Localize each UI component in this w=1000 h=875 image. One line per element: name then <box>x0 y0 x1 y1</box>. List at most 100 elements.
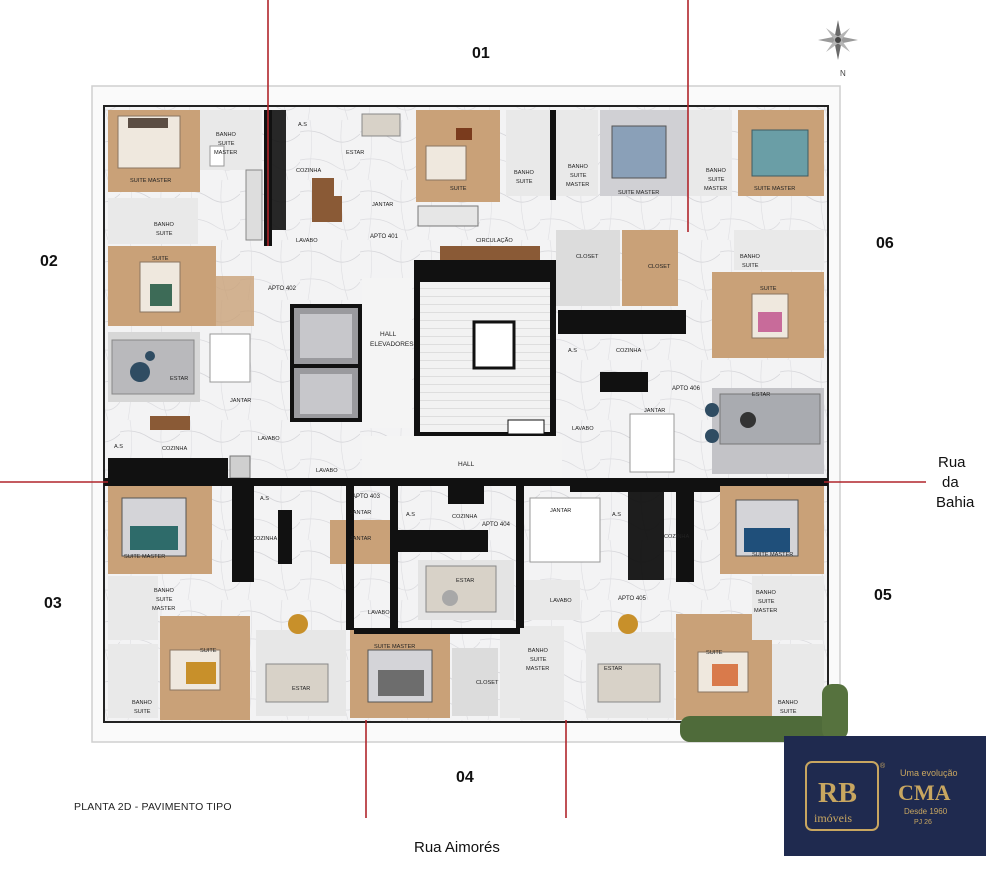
a405-suite: SUITE <box>706 650 723 656</box>
apartment-406 <box>556 110 824 474</box>
a406-apto: APTO 406 <box>672 386 701 392</box>
a401-suite: SUITE <box>450 186 467 192</box>
street-bahia-line3: Bahia <box>936 494 975 511</box>
a404-apto: APTO 404 <box>482 522 511 528</box>
a403-estar: ESTAR <box>292 686 310 692</box>
a403-apto: APTO 403 <box>352 494 381 500</box>
a406-lavabo: LAVABO <box>572 426 594 432</box>
a404-lavabo: LAVABO <box>368 610 390 616</box>
a404-jantar: JANTAR <box>350 536 371 542</box>
apartment-405 <box>520 486 824 720</box>
a404-suite-master: SUITE MASTER <box>374 644 415 650</box>
a403-banho-suite-1: BANHO <box>132 700 153 706</box>
zone-04-label: 04 <box>456 769 474 786</box>
a406-cozinha: COZINHA <box>616 348 641 354</box>
a405-banho-3: MASTER <box>754 608 777 614</box>
hall-elevadores-2: ELEVADORES <box>370 341 414 348</box>
a404-as: A.S <box>406 512 415 518</box>
logo-imoveis: imóveis <box>814 811 852 825</box>
a403-lavabo: LAVABO <box>316 468 338 474</box>
logo-since: Desde 1960 <box>904 807 948 816</box>
plan-caption: PLANTA 2D - PAVIMENTO TIPO <box>74 801 232 813</box>
a402-as: A.S <box>114 444 123 450</box>
hall-elevadores-1: HALL <box>380 331 397 338</box>
a405-as: A.S <box>612 512 621 518</box>
apartment-402 <box>108 198 254 479</box>
apartment-403 <box>108 486 390 720</box>
a405-apto: APTO 405 <box>618 596 647 602</box>
a404-banho-2: SUITE <box>530 657 547 663</box>
a402-banho-suite-2: SUITE <box>156 231 173 237</box>
a402-jantar: JANTAR <box>230 398 251 404</box>
a406-banho-3b: MASTER <box>704 186 727 192</box>
a406-banho-suite-2: SUITE <box>742 263 759 269</box>
a406-as: A.S <box>568 348 577 354</box>
a403-banho-1: BANHO <box>154 588 175 594</box>
a403-suite-master: SUITE MASTER <box>124 554 165 560</box>
a402-cozinha: COZINHA <box>162 446 187 452</box>
a403-cozinha: COZINHA <box>252 536 277 542</box>
a406-suite-master-a: SUITE MASTER <box>618 190 659 196</box>
garden-planting <box>680 684 848 742</box>
a403-jantar: JANTAR <box>350 510 371 516</box>
a401-as: A.S <box>298 122 307 128</box>
a405-jantar: JANTAR <box>550 508 571 514</box>
hall-label: HALL <box>458 461 475 468</box>
a405-suite-master: SUITE MASTER <box>752 552 793 558</box>
a401-banho-suite-2: SUITE <box>516 179 533 185</box>
a403-banho-suite-2: SUITE <box>134 709 151 715</box>
a404-cozinha: COZINHA <box>452 514 477 520</box>
a406-suite: SUITE <box>760 286 777 292</box>
a405-estar: ESTAR <box>604 666 622 672</box>
zone-06-label: 06 <box>876 235 894 252</box>
a403-banho-2: SUITE <box>156 597 173 603</box>
zone-01-label: 01 <box>472 45 490 62</box>
a404-estar: ESTAR <box>456 578 474 584</box>
a406-closet-b: CLOSET <box>648 264 671 270</box>
a403-suite: SUITE <box>200 648 217 654</box>
a403-banho-3: MASTER <box>152 606 175 612</box>
logo-registered: ® <box>880 762 886 770</box>
a401-banho-2: SUITE <box>218 141 235 147</box>
a401-estar: ESTAR <box>346 150 364 156</box>
a401-suite-master: SUITE MASTER <box>130 178 171 184</box>
a406-banho-suite-1: BANHO <box>740 254 761 260</box>
logo-tagline: Uma evolução <box>900 768 958 778</box>
building-core <box>290 260 562 480</box>
compass-icon <box>818 20 858 60</box>
street-bahia-line2: da <box>942 474 959 491</box>
street-bahia-line1: Rua <box>938 454 966 471</box>
a402-suite: SUITE <box>152 256 169 262</box>
a401-cozinha: COZINHA <box>296 168 321 174</box>
apartment-401 <box>108 110 598 260</box>
street-aimores: Rua Aimorés <box>414 839 500 856</box>
logo-cma: CMA <box>898 780 951 805</box>
a406-banho-2: SUITE <box>570 173 587 179</box>
apartment-404 <box>350 482 522 718</box>
a406-banho-2b: SUITE <box>708 177 725 183</box>
logo-rb: RB <box>818 778 857 809</box>
a405-lavabo: LAVABO <box>550 598 572 604</box>
a404-banho-3: MASTER <box>526 666 549 672</box>
a403-as: A.S <box>260 496 269 502</box>
a402-lavabo: LAVABO <box>258 436 280 442</box>
a406-banho-1: BANHO <box>568 164 589 170</box>
a401-banho-1: BANHO <box>216 132 237 138</box>
zone-05-label: 05 <box>874 587 892 604</box>
a404-banho-1: BANHO <box>528 648 549 654</box>
a405-banho-suite-1: BANHO <box>778 700 799 706</box>
a405-banho-suite-2: SUITE <box>780 709 797 715</box>
compass-north-label: N <box>840 69 846 78</box>
a401-jantar: JANTAR <box>372 202 393 208</box>
a404-closet: CLOSET <box>476 680 499 686</box>
a401-banho-suite-1: BANHO <box>514 170 535 176</box>
a401-circulacao: CIRCULAÇÃO <box>476 237 513 244</box>
zone-02-label: 02 <box>40 253 58 270</box>
a401-lavabo: LAVABO <box>296 238 318 244</box>
a402-estar: ESTAR <box>170 376 188 382</box>
a406-jantar: JANTAR <box>644 408 665 414</box>
logo-pj: PJ 26 <box>914 819 932 826</box>
a401-banho-3: MASTER <box>214 150 237 156</box>
a402-banho-suite-1: BANHO <box>154 222 175 228</box>
